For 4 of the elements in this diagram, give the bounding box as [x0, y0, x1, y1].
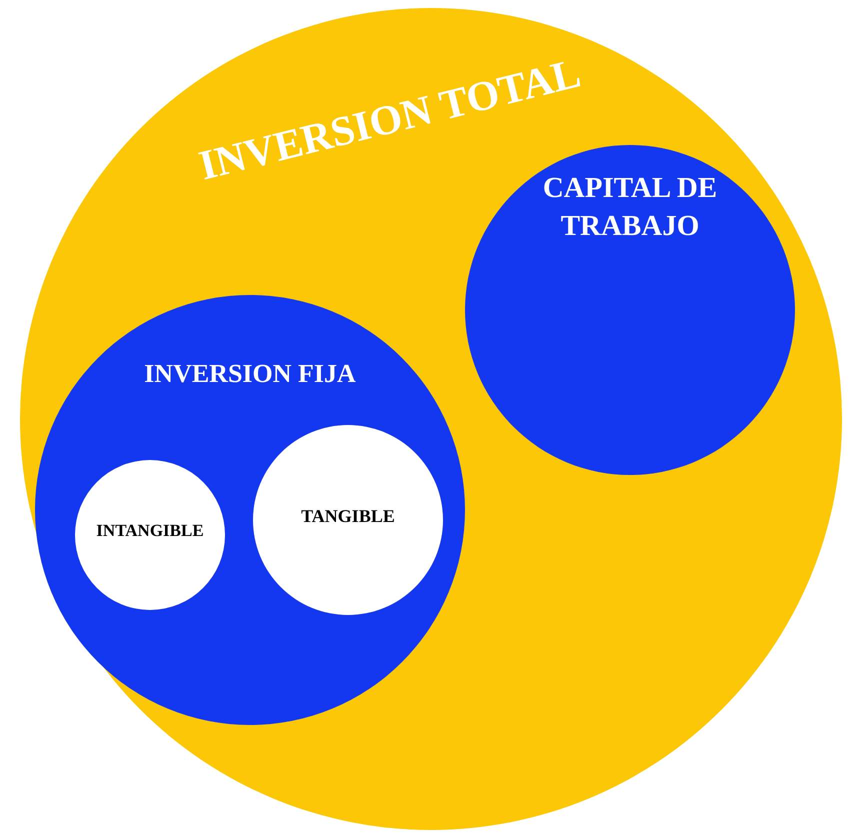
- circle-label: INTANGIBLE: [95, 520, 205, 542]
- circle-label: INVERSION FIJA: [143, 358, 357, 390]
- circle-label: CAPITAL DE TRABAJO: [542, 171, 718, 244]
- circle-label: TANGIBLE: [300, 505, 396, 528]
